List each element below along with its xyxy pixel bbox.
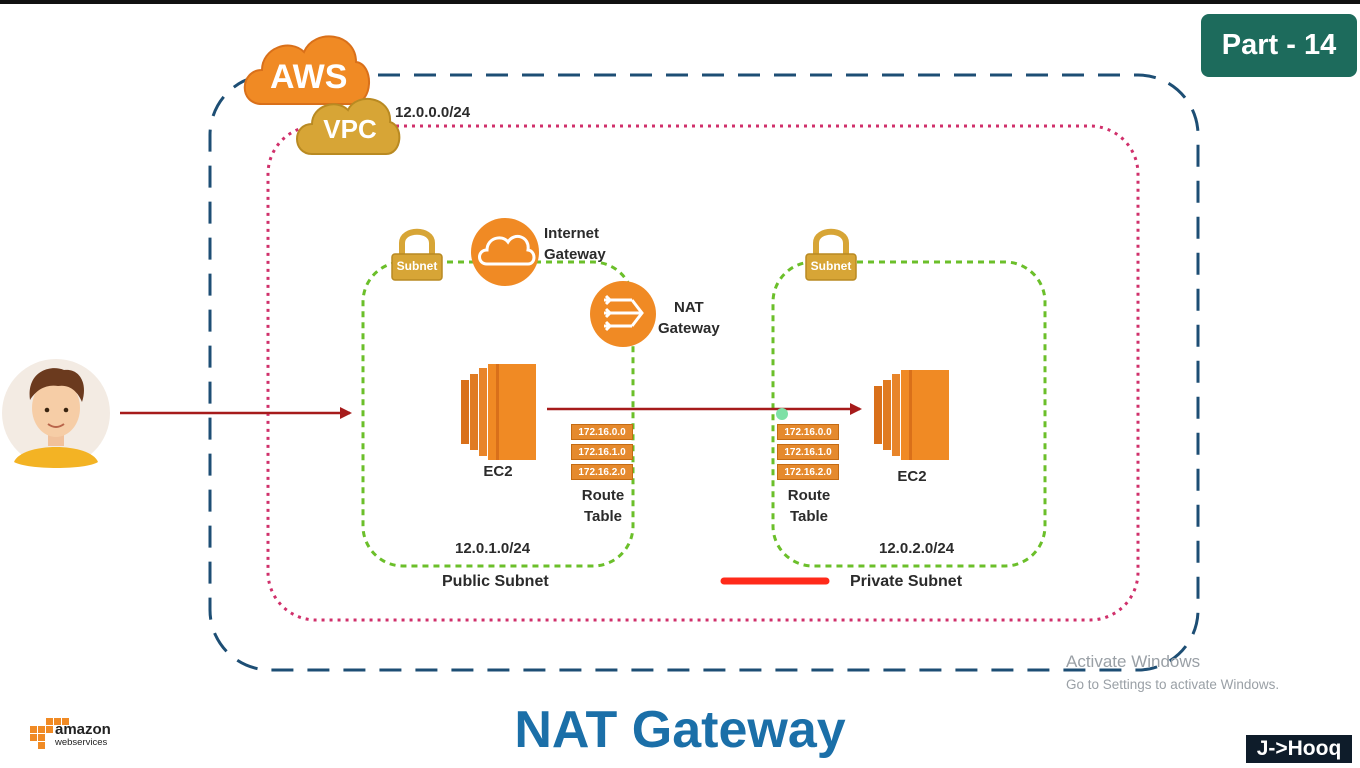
internet-gateway-label: Internet Gateway <box>544 225 606 263</box>
private-subnet-boundary <box>771 260 1047 568</box>
internet-gateway-icon <box>471 218 539 286</box>
amazon-word: amazon <box>55 721 111 738</box>
vpc-cidr: 12.0.0.0/24 <box>395 104 471 121</box>
private-route-table: 172.16.0.0 172.16.1.0 172.16.2.0 <box>777 424 839 480</box>
watermark-title: Activate Windows <box>1066 652 1201 671</box>
route-row: 172.16.2.0 <box>571 464 633 480</box>
webservices-word: webservices <box>55 737 108 748</box>
watermark-subtitle: Go to Settings to activate Windows. <box>1066 677 1280 692</box>
user-avatar <box>2 359 110 468</box>
top-bar <box>0 0 1360 4</box>
aws-label: AWS <box>270 58 348 96</box>
aws-cloud-boundary <box>208 73 1200 672</box>
part-badge: Part - 14 <box>1201 14 1357 77</box>
private-subnet-badge: Subnet <box>810 259 852 273</box>
vpc-boundary <box>266 124 1140 622</box>
aws-cloud-icon <box>243 35 370 105</box>
public-subnet-name: Public Subnet <box>442 573 549 590</box>
public-subnet-boundary <box>361 260 635 568</box>
channel-logo: J->Hooq <box>1244 733 1354 765</box>
public-subnet-cidr: 12.0.1.0/24 <box>455 540 531 557</box>
vpc-label: VPC <box>323 114 377 144</box>
private-subnet-cidr: 12.0.2.0/24 <box>879 540 955 557</box>
public-subnet-lock-icon <box>391 228 443 281</box>
private-ec2-icon <box>874 370 949 460</box>
cursor-dot <box>776 408 788 420</box>
public-route-table-label: Route Table <box>581 487 625 525</box>
slide-title: NAT Gateway <box>514 701 846 759</box>
vpc-cloud-icon <box>296 97 401 155</box>
route-row: 172.16.2.0 <box>777 464 839 480</box>
nat-gateway-label: NAT Gateway <box>658 299 720 337</box>
private-subnet-lock-icon <box>805 228 857 281</box>
route-row: 172.16.0.0 <box>571 424 633 440</box>
route-row: 172.16.1.0 <box>777 444 839 460</box>
public-ec2-label: EC2 <box>483 463 513 480</box>
private-route-table-label: Route Table <box>787 487 831 525</box>
route-row: 172.16.1.0 <box>571 444 633 460</box>
public-route-table: 172.16.0.0 172.16.1.0 172.16.2.0 <box>571 424 633 480</box>
public-ec2-icon <box>461 364 536 460</box>
route-row: 172.16.0.0 <box>777 424 839 440</box>
public-subnet-badge: Subnet <box>396 259 438 273</box>
nat-gateway-icon <box>590 281 656 347</box>
amazon-logo-text: amazon webservices <box>55 721 111 748</box>
amazon-logo-icon <box>30 718 69 749</box>
private-subnet-name: Private Subnet <box>850 573 963 590</box>
private-ec2-label: EC2 <box>897 468 927 485</box>
